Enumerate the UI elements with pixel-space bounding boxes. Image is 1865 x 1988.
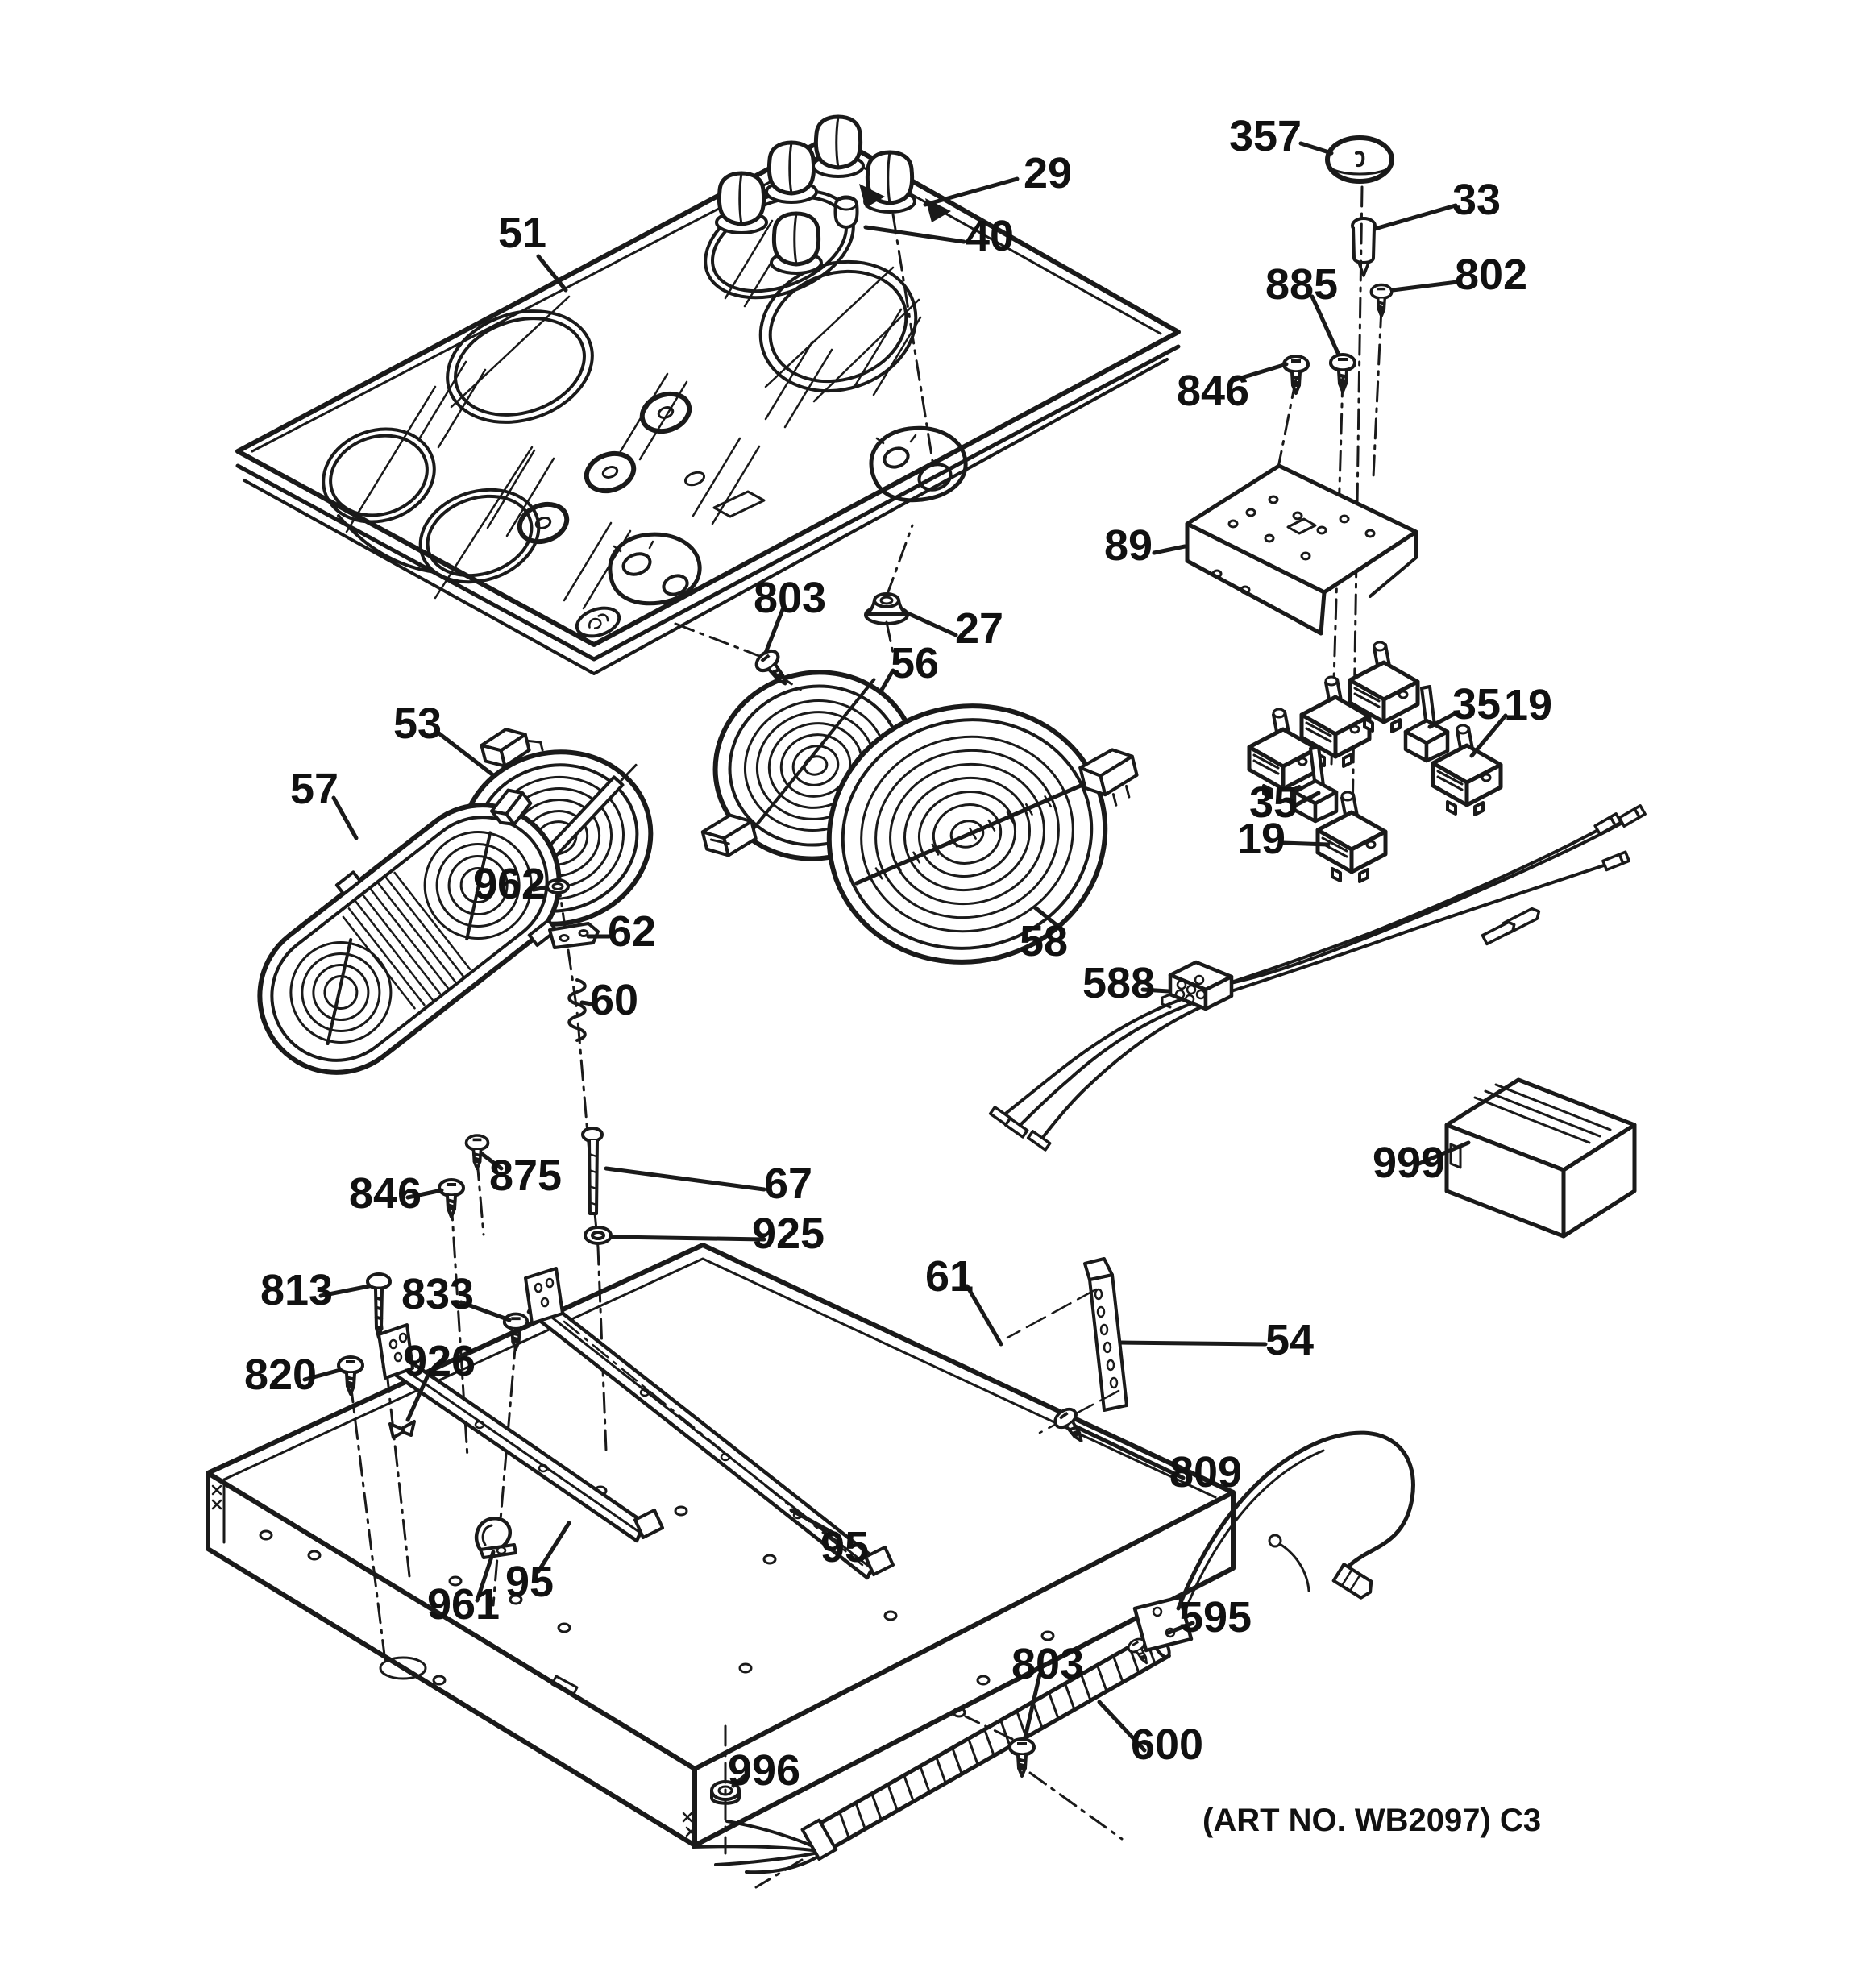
part-label-962: 962 — [473, 860, 546, 908]
part-label-51: 51 — [498, 209, 546, 257]
part-label-803-bottom: 803 — [1011, 1640, 1084, 1688]
part-label-846-bottom: 846 — [349, 1169, 422, 1218]
clip-926 — [388, 1420, 416, 1439]
screw-846-bottom — [438, 1178, 465, 1218]
part-label-19-bottom: 19 — [1237, 815, 1286, 863]
mount-strip-54 — [1006, 1257, 1128, 1434]
washer-925 — [584, 1226, 613, 1245]
support-rail-95-right — [524, 1267, 895, 1580]
part-label-588: 588 — [1082, 959, 1155, 1007]
part-label-61: 61 — [925, 1252, 974, 1301]
part-label-95-right: 95 — [820, 1523, 869, 1571]
part-label-846-top: 846 — [1177, 367, 1249, 415]
part-label-803-top: 803 — [754, 574, 826, 622]
part-label-19-right: 19 — [1504, 681, 1552, 729]
pan-holes — [259, 1485, 1055, 1718]
part-label-58: 58 — [1020, 917, 1068, 965]
burner-element-57 — [257, 788, 562, 1075]
part-label-996: 996 — [728, 1746, 800, 1795]
spade-terminals — [988, 804, 1647, 1152]
glass-cooktop-51 — [235, 117, 1181, 675]
support-rail-95-left — [377, 1323, 664, 1543]
bridge-hatch — [342, 871, 471, 1010]
centerlines-803-bottom — [964, 1715, 1124, 1841]
washer-962 — [546, 878, 570, 894]
control-knobs-29 — [717, 117, 915, 273]
part-label-40: 40 — [966, 212, 1014, 260]
part-label-926: 926 — [403, 1337, 476, 1385]
glass-assembly-centerlines — [674, 213, 935, 695]
knob-cap-40 — [833, 195, 859, 229]
spring-60 — [567, 978, 587, 1042]
screw-813 — [366, 1272, 392, 1339]
screw-803-bottom — [1008, 1737, 1036, 1778]
part-label-67: 67 — [764, 1160, 812, 1208]
plug-terminal — [1331, 1563, 1373, 1600]
part-label-595: 595 — [1179, 1593, 1252, 1641]
screw-820 — [337, 1355, 364, 1396]
conduit-lead-wires — [692, 1820, 818, 1874]
part-label-802: 802 — [1455, 251, 1527, 299]
terminal-block — [1078, 748, 1139, 807]
part-label-35-left: 35 — [1249, 778, 1298, 827]
grommet-27 — [864, 592, 909, 625]
ge-logo — [575, 606, 621, 638]
terminal-block — [700, 813, 758, 857]
part-label-89: 89 — [1104, 521, 1153, 570]
part-label-809: 809 — [1169, 1448, 1242, 1496]
wire-harness-588 — [988, 804, 1647, 1152]
part-label-95-left: 95 — [505, 1558, 554, 1606]
part-label-57: 57 — [290, 765, 339, 813]
connector-block-588 — [1161, 960, 1234, 1011]
part-label-56: 56 — [891, 639, 939, 687]
screw-875 — [464, 1134, 490, 1171]
glass-reflection-hatching — [345, 219, 922, 610]
part-label-833: 833 — [401, 1270, 474, 1318]
arrowhead-29 — [925, 198, 951, 222]
glass-burner-rings — [322, 189, 918, 584]
leader-lines — [302, 141, 1508, 1788]
conduit-600 — [692, 1629, 1171, 1889]
control-box-89 — [1185, 463, 1418, 636]
part-label-27: 27 — [955, 604, 1003, 653]
terminal-block — [480, 728, 544, 768]
part-label-813: 813 — [260, 1266, 333, 1314]
part-label-961: 961 — [427, 1580, 500, 1629]
part-label-54: 54 — [1265, 1316, 1314, 1364]
burner-element-58 — [826, 703, 1139, 965]
glass-indicator-marks — [517, 391, 968, 606]
part-label-925: 925 — [752, 1210, 825, 1258]
part-label-357: 357 — [1229, 112, 1302, 160]
part-label-62: 62 — [608, 907, 656, 956]
clamp-961 — [474, 1516, 517, 1559]
stud-67 — [581, 1127, 604, 1215]
conduit-connector-595 — [1125, 1430, 1415, 1669]
arrowhead-knob — [859, 184, 885, 208]
trim-cap-357 — [1325, 135, 1394, 184]
part-label-885: 885 — [1265, 260, 1338, 309]
mount-hardware-column — [337, 875, 613, 1663]
bracket-62 — [548, 922, 600, 949]
part-label-600: 600 — [1131, 1720, 1203, 1769]
bend-marks — [211, 1484, 696, 1837]
part-label-999: 999 — [1373, 1139, 1445, 1187]
bolt-33 — [1351, 217, 1377, 277]
part-label-820: 820 — [244, 1351, 317, 1399]
parts-box-999 — [1444, 1077, 1637, 1239]
art-number-footer: (ART NO. WB2097) C3 — [1202, 1803, 1541, 1838]
part-label-875: 875 — [489, 1152, 562, 1200]
part-labels: 51 29 40 357 33 885 802 846 89 803 27 56… — [244, 112, 1552, 1795]
part-label-35-right: 35 — [1452, 680, 1501, 728]
screw-846-top — [1282, 355, 1310, 395]
part-label-29: 29 — [1024, 149, 1072, 197]
base-pan-61 — [206, 1243, 1236, 1848]
part-label-33: 33 — [1452, 176, 1501, 224]
part-label-53: 53 — [393, 699, 442, 748]
switch-cluster — [1249, 642, 1501, 882]
part-label-60: 60 — [590, 976, 638, 1024]
